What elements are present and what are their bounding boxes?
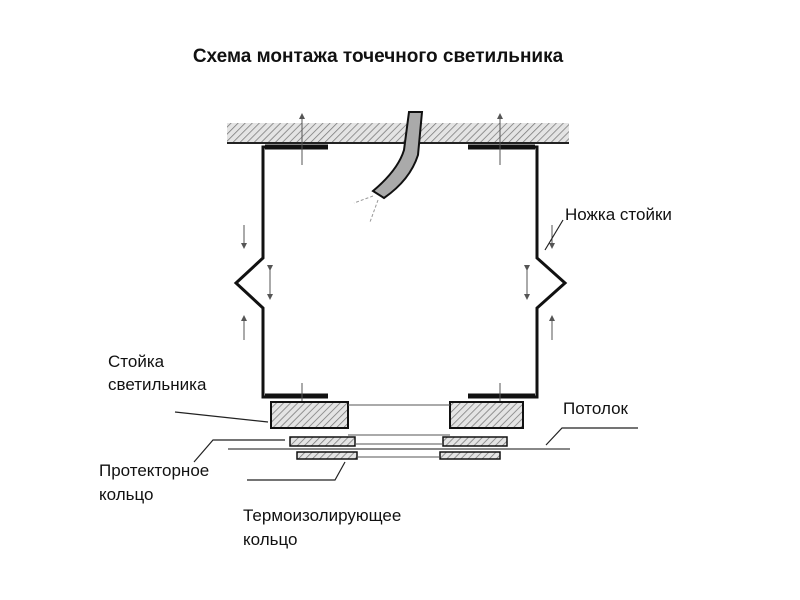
cable (371, 111, 424, 200)
diagram-title: Схема монтажа точечного светильника (193, 46, 564, 67)
label-thermo-1: Термоизолирующее (243, 506, 401, 525)
label-thermo-2: кольцо (243, 530, 298, 549)
protector-ring (289, 436, 508, 447)
cable-wires (353, 195, 379, 223)
label-stand-1: Стойка (108, 352, 165, 371)
double-arrows (267, 265, 530, 300)
label-protector-2: кольцо (99, 485, 154, 504)
stand-blocks (270, 401, 524, 429)
label-leg: Ножка стойки (565, 205, 672, 224)
luminaire-stand (233, 145, 568, 399)
ceiling-slab (227, 123, 569, 144)
ring-connectors (348, 404, 450, 458)
flanges (265, 144, 535, 399)
direction-arrows (241, 113, 555, 417)
thermo-ring (296, 451, 501, 460)
label-stand-2: светильника (108, 375, 207, 394)
label-protector-1: Протекторное (99, 461, 209, 480)
leader-lines (174, 219, 638, 481)
label-ceiling: Потолок (563, 399, 629, 418)
